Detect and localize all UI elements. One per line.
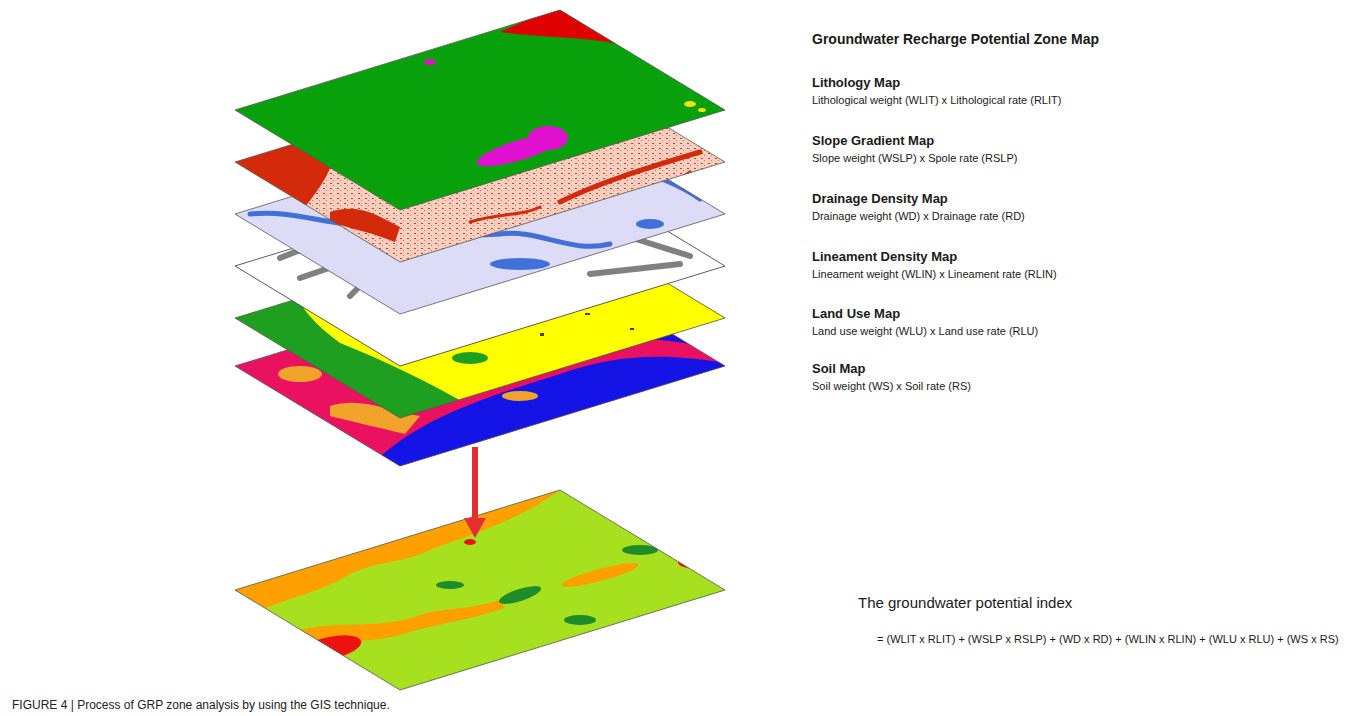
layer-name: Slope Gradient Map	[812, 133, 934, 149]
layer-formula: Lithological weight (WLIT) x Lithologica…	[812, 94, 1061, 107]
layer-formula: Drainage weight (WD) x Drainage rate (RD…	[812, 210, 1025, 223]
diagram-title: Groundwater Recharge Potential Zone Map	[812, 31, 1099, 48]
layer-formula: Lineament weight (WLIN) x Lineament rate…	[812, 268, 1057, 281]
layer-name: Lineament Density Map	[812, 249, 957, 265]
layer-name: Drainage Density Map	[812, 191, 948, 207]
layer-formula: Soil weight (WS) x Soil rate (RS)	[812, 380, 971, 393]
flow-arrow	[464, 447, 486, 538]
result-map-layer	[230, 485, 730, 695]
layer-name: Lithology Map	[812, 75, 900, 91]
index-formula: = (WLIT x RLIT) + (WSLP x RSLP) + (WD x …	[877, 633, 1339, 646]
layer-formula: Land use weight (WLU) x Land use rate (R…	[812, 325, 1038, 338]
layer-formula: Slope weight (WSLP) x Spole rate (RSLP)	[812, 152, 1017, 165]
layer-name: Soil Map	[812, 361, 865, 377]
lithology-map-layer	[230, 5, 730, 215]
figure-caption: FIGURE 4 | Process of GRP zone analysis …	[12, 698, 390, 712]
layer-name: Land Use Map	[812, 306, 900, 322]
index-heading: The groundwater potential index	[858, 594, 1072, 612]
